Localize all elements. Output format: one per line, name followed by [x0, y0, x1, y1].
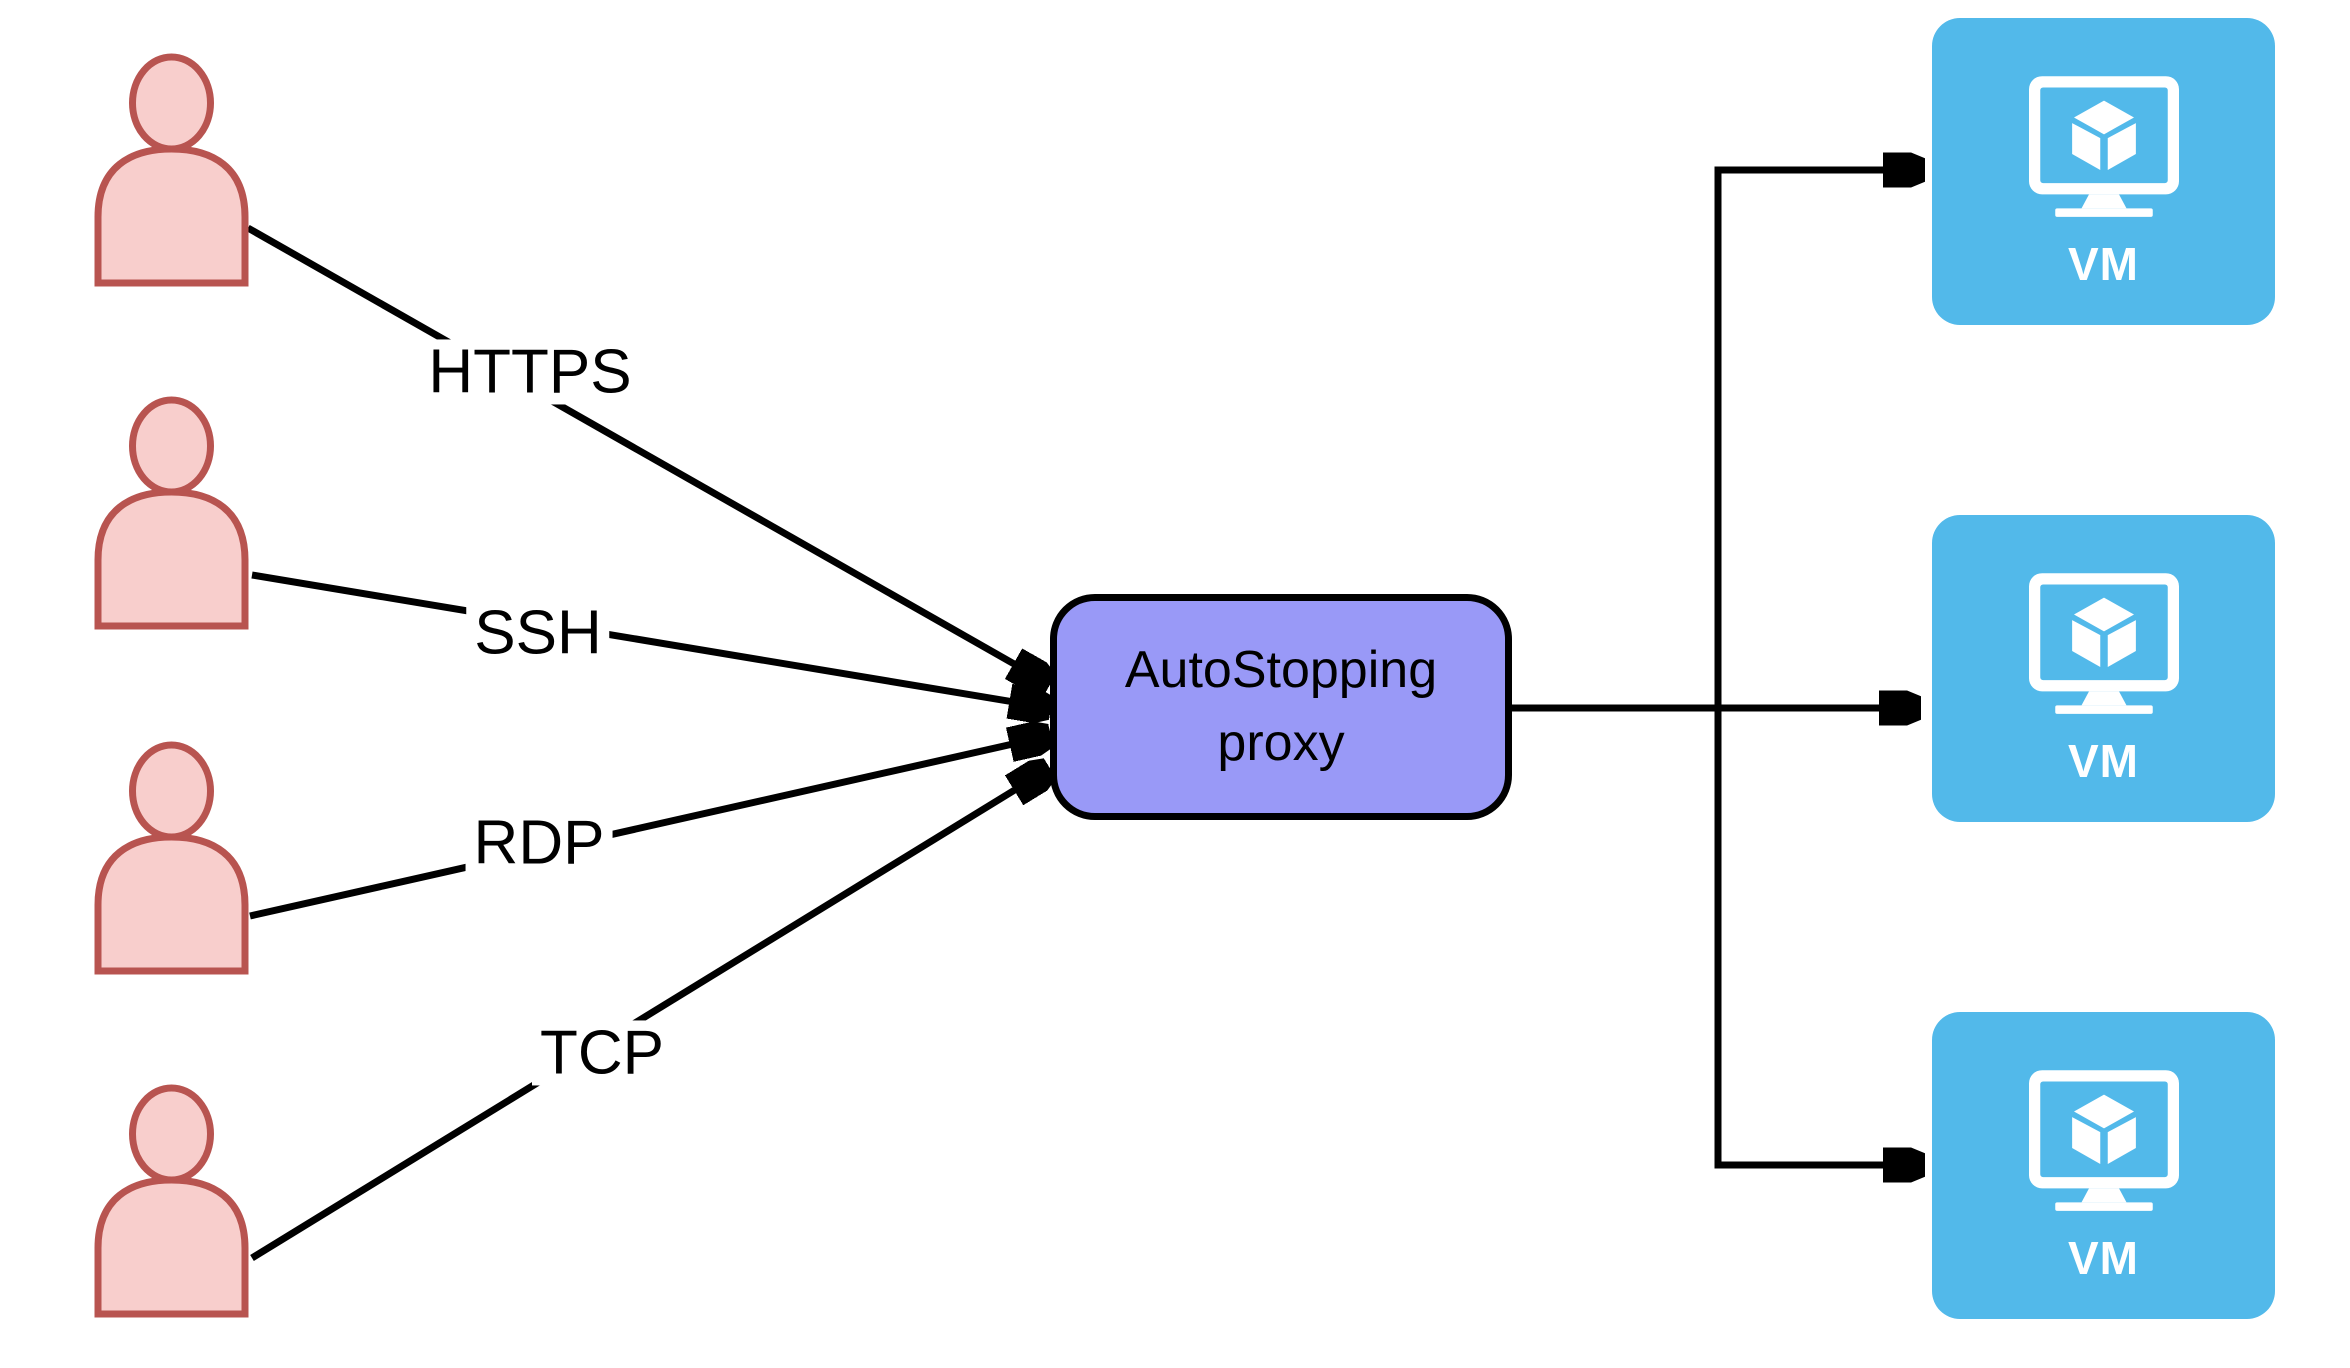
cube-right-face: [2107, 123, 2136, 170]
edge-label-https: HTTPS: [420, 339, 640, 405]
user-icon: [94, 53, 249, 287]
vm-label: VM: [2068, 238, 2139, 290]
cube-left-face: [2071, 123, 2100, 170]
proxy-label-line2: proxy: [1217, 714, 1345, 772]
cube-right-face: [2107, 1117, 2136, 1164]
vm-node: VM: [1932, 18, 2275, 325]
cube-right-face: [2107, 620, 2136, 667]
user-icon: [94, 1084, 249, 1318]
edge-ssh: [251, 571, 1044, 707]
cube-top-face: [2073, 1094, 2134, 1129]
vm-monitor-icon: [2028, 573, 2179, 714]
cube-left-face: [2071, 1117, 2100, 1164]
vm-node: VM: [1932, 1012, 2275, 1319]
edge-rdp: [249, 737, 1044, 920]
vm-label: VM: [2068, 735, 2139, 787]
vm-monitor-icon: [2028, 76, 2179, 217]
proxy-label-line1: AutoStopping: [1124, 641, 1438, 700]
vm-label: VM: [2068, 1232, 2139, 1284]
user-icon: [94, 741, 249, 975]
edge-label-ssh: SSH: [466, 600, 610, 666]
edge-tcp: [250, 772, 1044, 1261]
edge-https: [246, 224, 1044, 681]
cube-top-face: [2073, 597, 2134, 632]
vm-node: VM: [1932, 515, 2275, 822]
autostopping-proxy-node: AutoStopping proxy: [1050, 594, 1512, 820]
cube-left-face: [2071, 620, 2100, 667]
user-icon: [94, 396, 249, 630]
cube-top-face: [2073, 100, 2134, 135]
edge-label-tcp: TCP: [532, 1020, 672, 1086]
vm-monitor-icon: [2028, 1070, 2179, 1211]
edge-proxy-vm-bottom: [1714, 708, 1918, 1165]
edge-label-rdp: RDP: [465, 810, 613, 876]
edge-proxy-vm-top: [1714, 170, 1918, 708]
